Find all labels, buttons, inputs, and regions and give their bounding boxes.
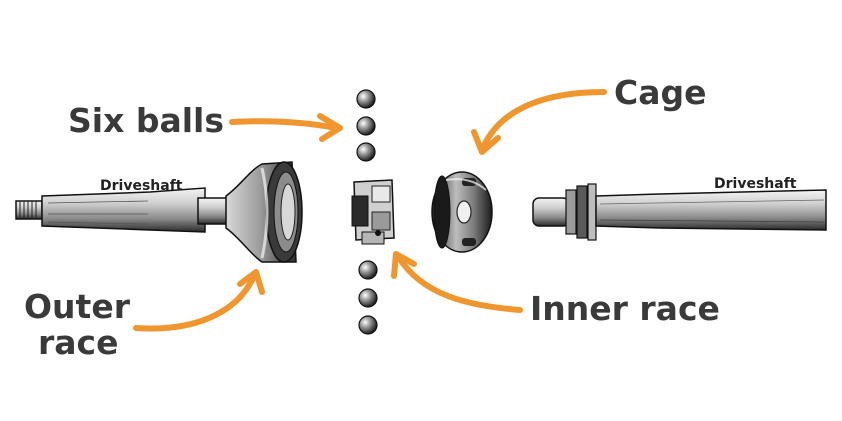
six-balls-label: Six balls bbox=[68, 101, 224, 140]
cage-label: Cage bbox=[614, 73, 707, 112]
outer-race-label-line2: race bbox=[38, 323, 119, 362]
inner-race bbox=[351, 179, 395, 245]
driveshaft-label-left: Driveshaft bbox=[100, 178, 183, 194]
inner-race-arrow bbox=[391, 251, 523, 313]
ball-4 bbox=[358, 260, 378, 280]
outer-race bbox=[225, 161, 303, 263]
left-driveshaft bbox=[15, 187, 229, 233]
right-driveshaft bbox=[532, 183, 827, 241]
ball-3 bbox=[356, 142, 376, 162]
ball-5 bbox=[358, 288, 378, 308]
driveshaft-label-right: Driveshaft bbox=[714, 176, 797, 192]
ball-6 bbox=[358, 315, 378, 335]
outer-race-label-line1: Outer bbox=[24, 287, 131, 326]
six-balls-arrow bbox=[229, 113, 343, 142]
outer-race-arrow bbox=[133, 269, 265, 332]
cage-arrow bbox=[471, 89, 607, 155]
inner-race-label: Inner race bbox=[530, 289, 720, 328]
ball-1 bbox=[356, 89, 376, 109]
ball-2 bbox=[356, 116, 376, 136]
cage bbox=[431, 171, 493, 253]
